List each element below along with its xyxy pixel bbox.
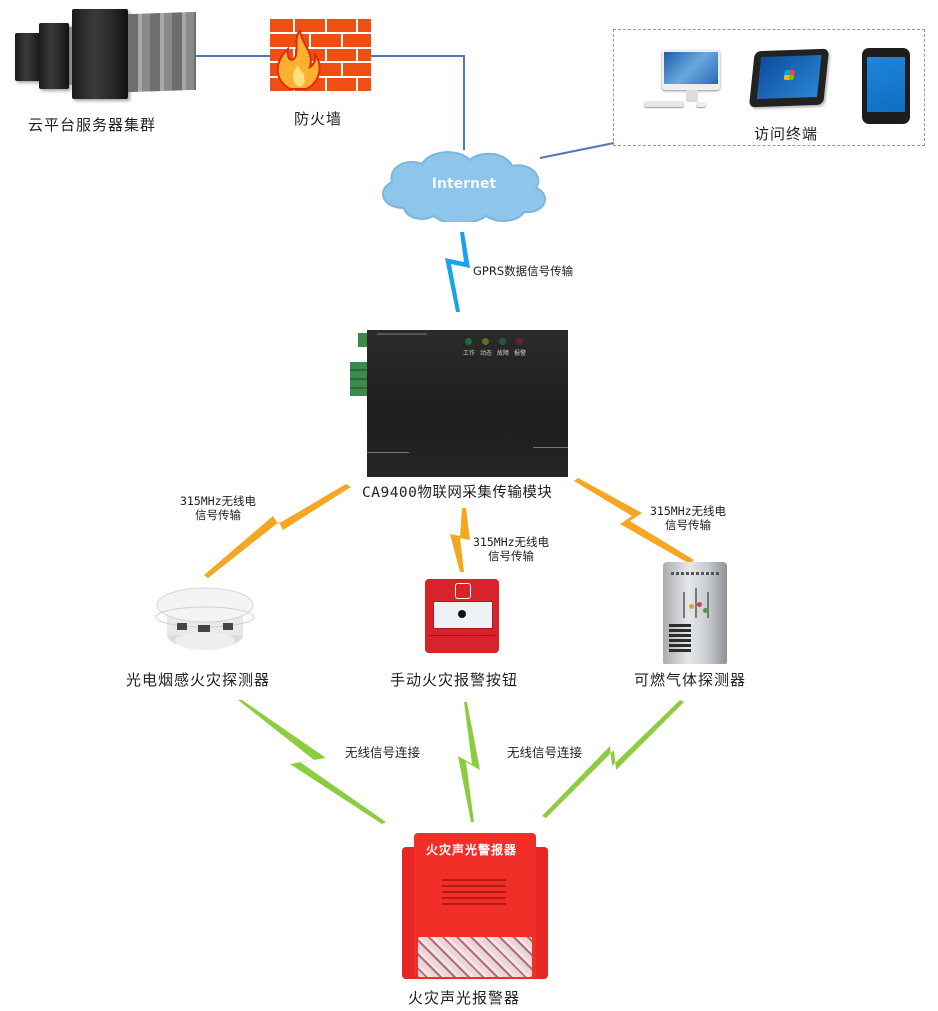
smoke-detector-icon (153, 583, 257, 653)
wireless-left-label: 无线信号连接 (345, 745, 421, 760)
link-firewall-internet (371, 55, 465, 150)
led-work-label: 工作 (463, 350, 476, 357)
firewall-icon (270, 19, 371, 91)
rf-center-lightning-icon (450, 508, 470, 572)
alarm-device-text: 火灾声光警报器 (426, 843, 518, 857)
led-fault (499, 338, 506, 345)
rf-right-label-line1: 315MHz无线电 (650, 504, 727, 518)
rf-center-label-line2: 信号传输 (488, 549, 535, 563)
rf-right-label: 315MHz无线电 信号传输 (650, 504, 726, 532)
internet-cloud-node: Internet (374, 148, 556, 225)
speaker-grille (442, 879, 506, 909)
wireless-right-label: 无线信号连接 (507, 745, 583, 760)
rf-right-label-line2: 信号传输 (665, 518, 712, 532)
gprs-lightning-icon (445, 232, 470, 312)
hand-icon (455, 583, 471, 599)
internet-label: Internet (432, 176, 497, 192)
server-cluster-node (12, 5, 197, 99)
strobe-lens (418, 937, 532, 977)
wireless-center-lightning-icon (458, 702, 480, 822)
iot-module-label: CA9400物联网采集传输模块 (362, 485, 553, 501)
led-work (465, 338, 472, 345)
iot-module-icon: 工作 动态 故障 报警 (367, 330, 568, 477)
tablet-icon (748, 48, 830, 110)
terminal-block (350, 362, 368, 396)
wireless-left-lightning-icon (238, 700, 386, 824)
smartphone-icon (862, 48, 910, 124)
sound-light-alarm-label: 火灾声光报警器 (408, 989, 521, 1007)
desktop-computer-icon (634, 46, 724, 116)
manual-alarm-button-label: 手动火灾报警按钮 (390, 671, 519, 689)
access-terminals-group: 访问终端 (613, 29, 925, 146)
rf-left-label-line2: 信号传输 (195, 508, 242, 522)
wireless-right-lightning-icon (542, 700, 684, 818)
rf-center-label: 315MHz无线电 信号传输 (473, 535, 549, 563)
rf-center-label-line1: 315MHz无线电 (473, 535, 550, 549)
rf-left-label-line1: 315MHz无线电 (180, 494, 257, 508)
firewall-label: 防火墙 (294, 110, 343, 128)
led-alarm (516, 338, 523, 345)
rf-left-lightning-icon (204, 484, 351, 578)
vent-grille (669, 624, 691, 654)
led-alarm-label: 报警 (514, 350, 527, 357)
rf-right-lightning-icon (574, 478, 694, 564)
rf-left-label: 315MHz无线电 信号传输 (180, 494, 256, 522)
led-dynamic-label: 动态 (480, 350, 493, 357)
brick-wall-icon (270, 19, 371, 91)
manual-alarm-button-icon (425, 579, 499, 653)
gas-detector-icon (663, 562, 727, 664)
link-internet-terminals (539, 142, 615, 159)
access-terminals-label: 访问终端 (754, 125, 819, 143)
gprs-link-label: GPRS数据信号传输 (473, 264, 574, 278)
sound-light-alarm-icon: 火灾声光警报器 (402, 833, 548, 983)
cloud-icon: Internet (381, 151, 547, 225)
server-cluster-label: 云平台服务器集群 (28, 116, 157, 134)
smoke-detector-label: 光电烟感火灾探测器 (126, 671, 271, 689)
terminal-block-top (358, 333, 368, 347)
gas-detector-label: 可燃气体探测器 (634, 671, 747, 689)
led-fault-label: 故障 (497, 350, 510, 357)
led-dynamic (482, 338, 489, 345)
flame-icon (276, 28, 321, 90)
